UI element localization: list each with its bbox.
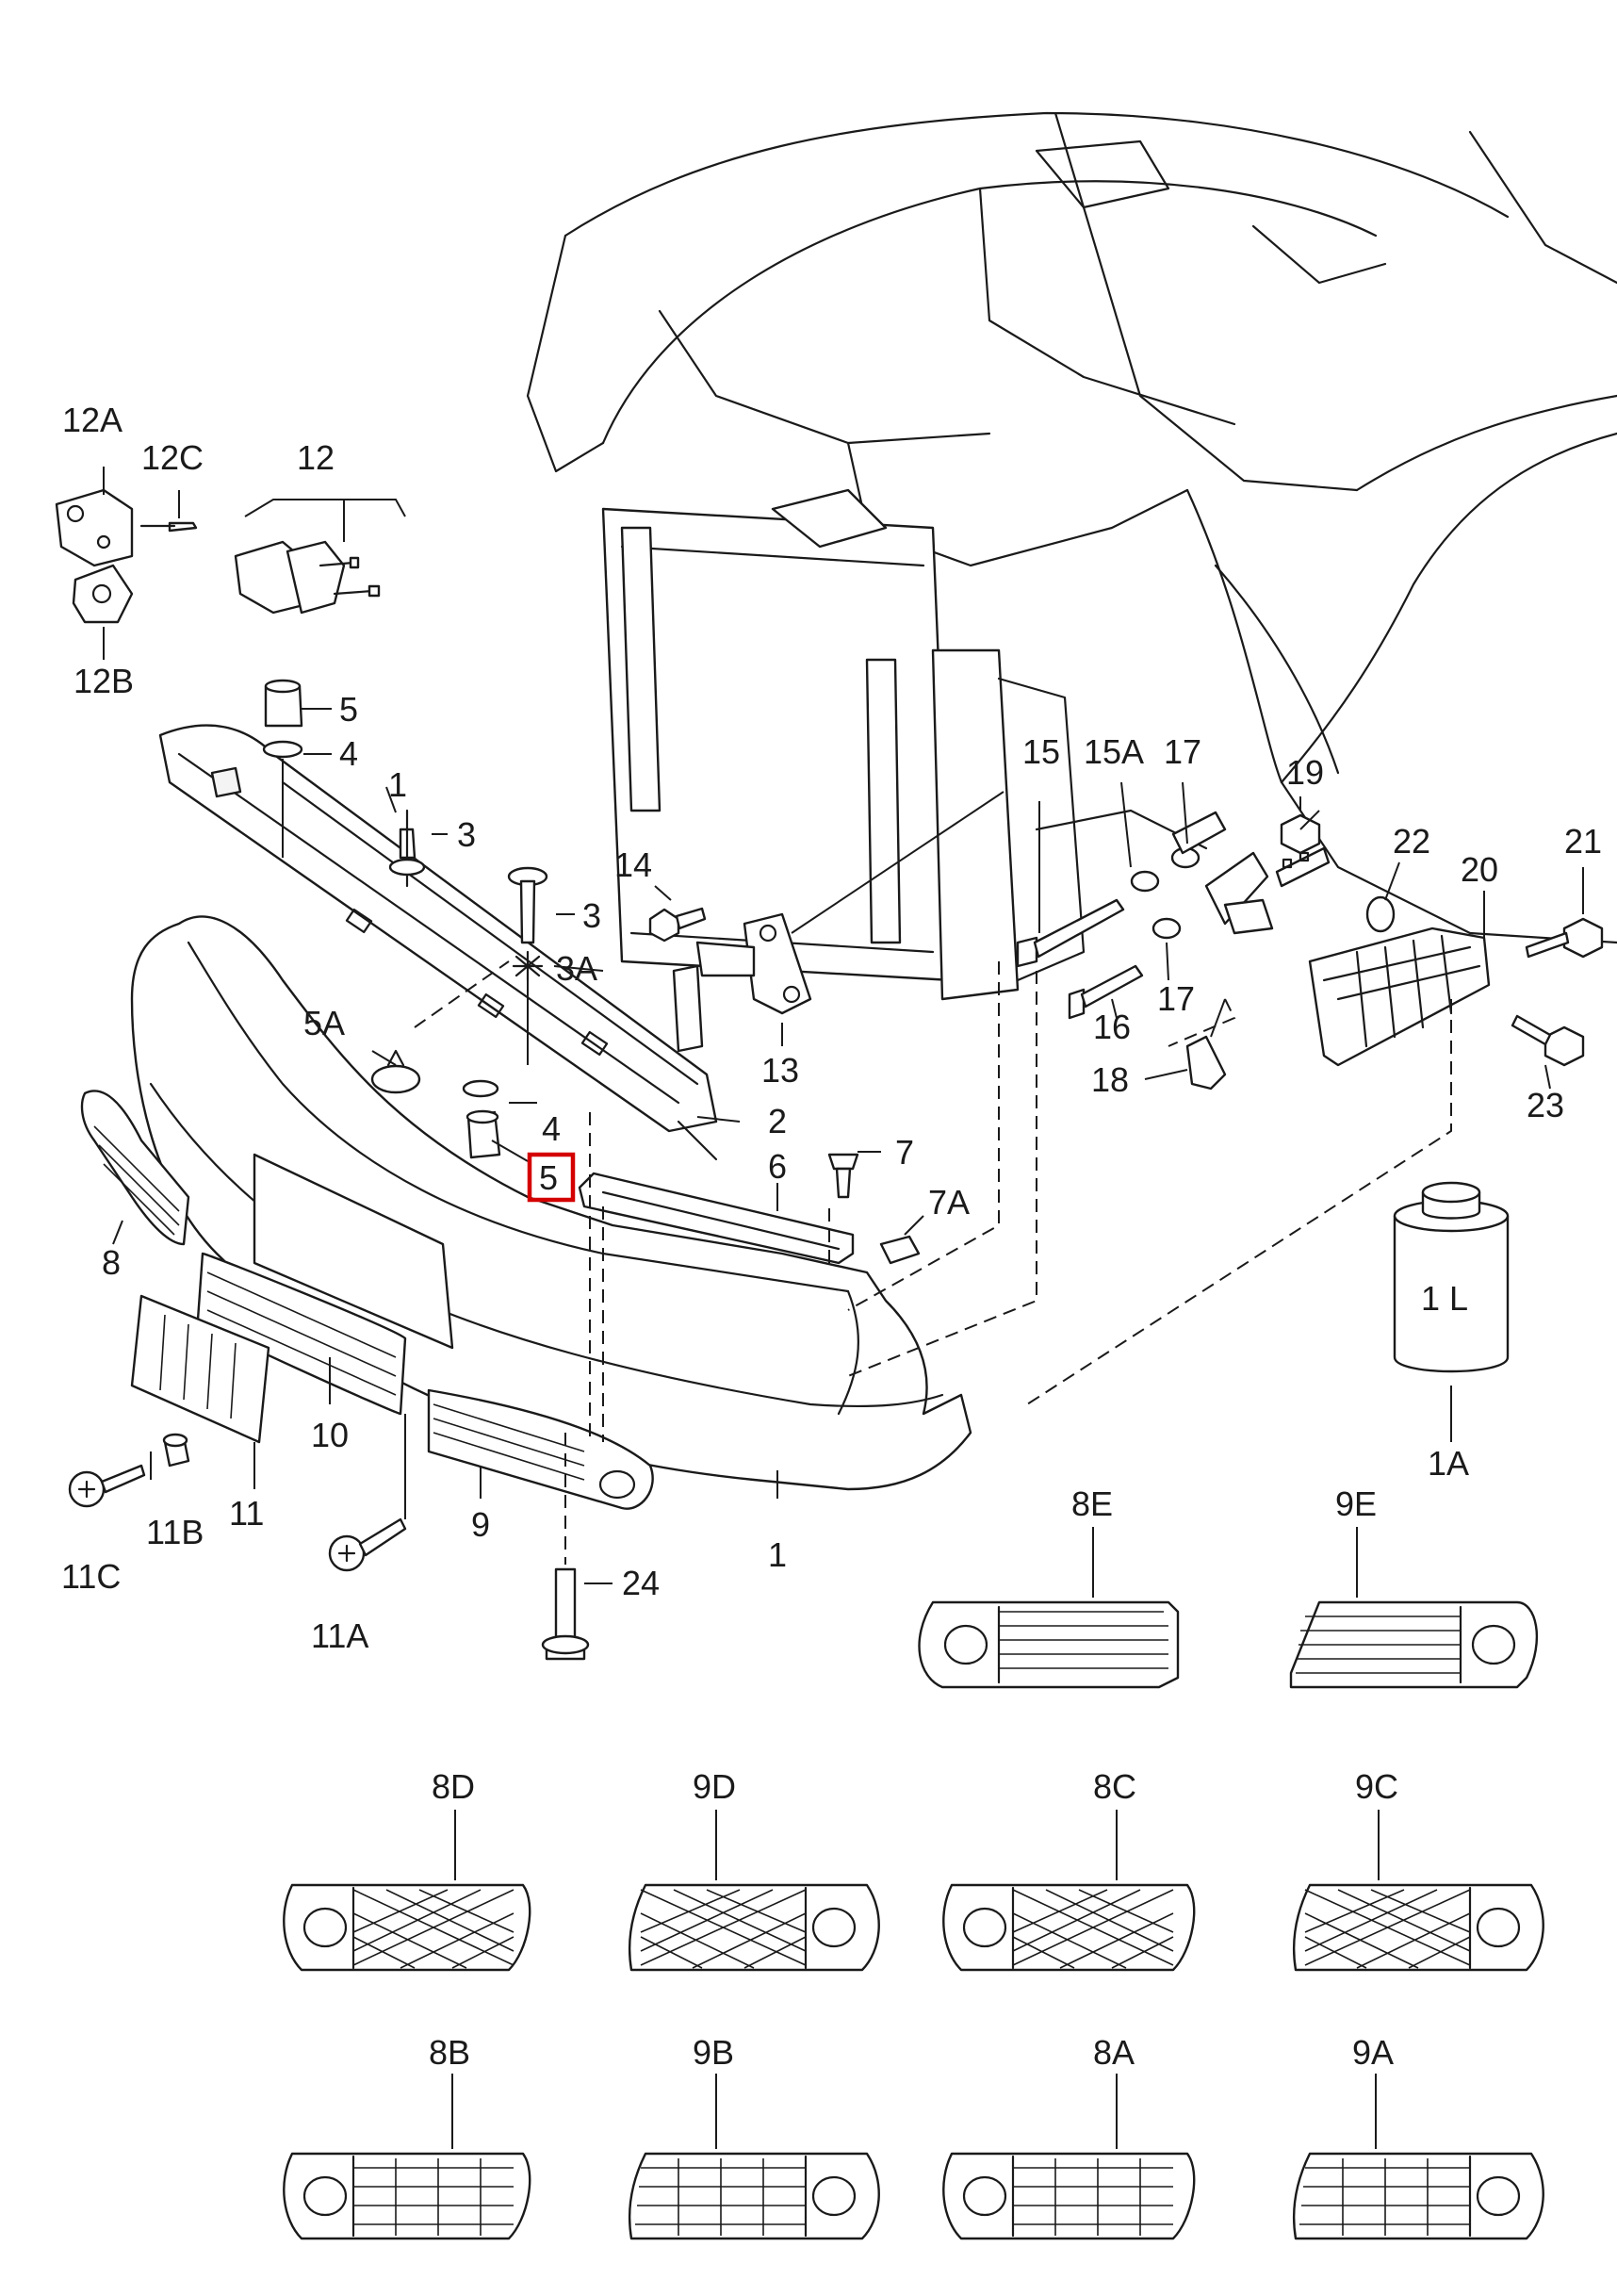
grille-8 [80,1090,190,1246]
label-7: 7 [895,1133,914,1172]
label-9D: 9D [693,1767,736,1806]
label-21: 21 [1564,822,1602,861]
highlight-box [527,1152,576,1203]
leader-lines [103,467,1584,1584]
label-5-top: 5 [339,690,358,729]
label-11: 11 [229,1494,264,1533]
label-12: 12 [297,438,335,477]
label-11C: 11C [61,1557,121,1596]
label-12C: 12C [141,438,204,477]
label-8C: 8C [1093,1767,1136,1806]
label-2: 2 [768,1102,787,1140]
bolt-3-b [507,866,548,1065]
grille-8C [942,1883,1196,1972]
grille-8A [942,2152,1196,2240]
label-7A: 7A [928,1183,970,1222]
label-18: 18 [1091,1060,1129,1099]
label-22: 22 [1393,822,1430,861]
label-24: 24 [622,1564,660,1602]
screw-23 [1511,1014,1585,1067]
assembly-lines [282,853,1452,1565]
label-5: 5 [539,1158,558,1197]
clip-5A [370,1049,421,1094]
grille-9E [1289,1600,1539,1689]
label-3-b: 3 [582,896,601,935]
label-10: 10 [311,1416,349,1454]
label-3A: 3A [556,949,597,988]
label-11B: 11B [146,1513,204,1551]
nut-19 [1280,796,1321,855]
clip-5-top [262,679,303,853]
label-17-top: 17 [1164,732,1201,771]
bumper-reinforcement [158,724,718,1161]
grille-11 [130,1294,270,1444]
label-9B: 9B [693,2033,734,2072]
screw-21 [1525,917,1604,959]
bracket-13 [672,791,1004,1053]
car-body [526,111,1617,944]
grille-8E [918,1600,1180,1689]
label-9A: 9A [1352,2033,1394,2072]
label-8E: 8E [1071,1484,1113,1523]
buffer-22 [1365,895,1396,933]
label-8D: 8D [432,1767,475,1806]
label-1: 1 [768,1535,787,1574]
label-15A: 15A [1084,732,1144,771]
clip-3A [512,950,544,982]
radiator-support [601,488,1208,1001]
label-20: 20 [1461,850,1498,889]
label-17: 17 [1157,979,1195,1018]
label-3-a: 3 [457,815,476,854]
strip-6 [578,1172,855,1265]
rivet-7 [827,1153,859,1199]
label-12B: 12B [74,662,134,700]
label-12A: 12A [62,401,122,439]
variant-leaders [451,1527,1380,2149]
bracket-20 [1308,927,1491,1067]
grille-8D [283,1883,531,1972]
label-23: 23 [1527,1086,1564,1124]
label-15: 15 [1022,732,1060,771]
label-5A: 5A [303,1004,345,1042]
label-9E: 9E [1335,1484,1377,1523]
grille-9D [628,1883,880,1972]
grille-9 [427,1388,654,1510]
bolt-3-a [388,809,426,888]
label-9C: 9C [1355,1767,1398,1806]
clip-5-lower [462,1079,501,1159]
label-13: 13 [761,1051,799,1090]
label-9: 9 [471,1505,490,1544]
screw-11A [328,1517,407,1572]
screw-11C [68,1464,146,1508]
label-1-top: 1 [388,765,407,804]
label-1L: 1 L [1421,1279,1468,1318]
label-6: 6 [768,1147,787,1186]
bolts-15-16-17 [1016,811,1331,1020]
grille-8B [283,2152,531,2240]
label-8: 8 [102,1243,121,1282]
bolt-14 [648,907,707,943]
label-8A: 8A [1093,2033,1135,2072]
brackets-12 [55,488,381,624]
label-4: 4 [542,1109,561,1148]
spacer-11B [162,1433,190,1468]
grille-9B [628,2152,880,2240]
grille-9C [1292,1883,1544,1972]
label-1A: 1A [1428,1444,1469,1483]
label-16: 16 [1093,1008,1131,1046]
labels: 12A 12C 12 12B 5 4 1 3 14 3 3A 5A 13 2 4… [61,401,1602,2072]
plug-18 [1185,1035,1227,1091]
label-14: 14 [614,845,652,884]
bottle-1L [1393,1181,1510,1442]
label-4-top: 4 [339,734,358,773]
label-19: 19 [1286,753,1324,792]
clip-7A [879,1235,921,1265]
label-8B: 8B [429,2033,470,2072]
bolt-24 [541,1567,590,1661]
grille-9A [1292,2152,1544,2240]
label-11A: 11A [311,1616,368,1655]
